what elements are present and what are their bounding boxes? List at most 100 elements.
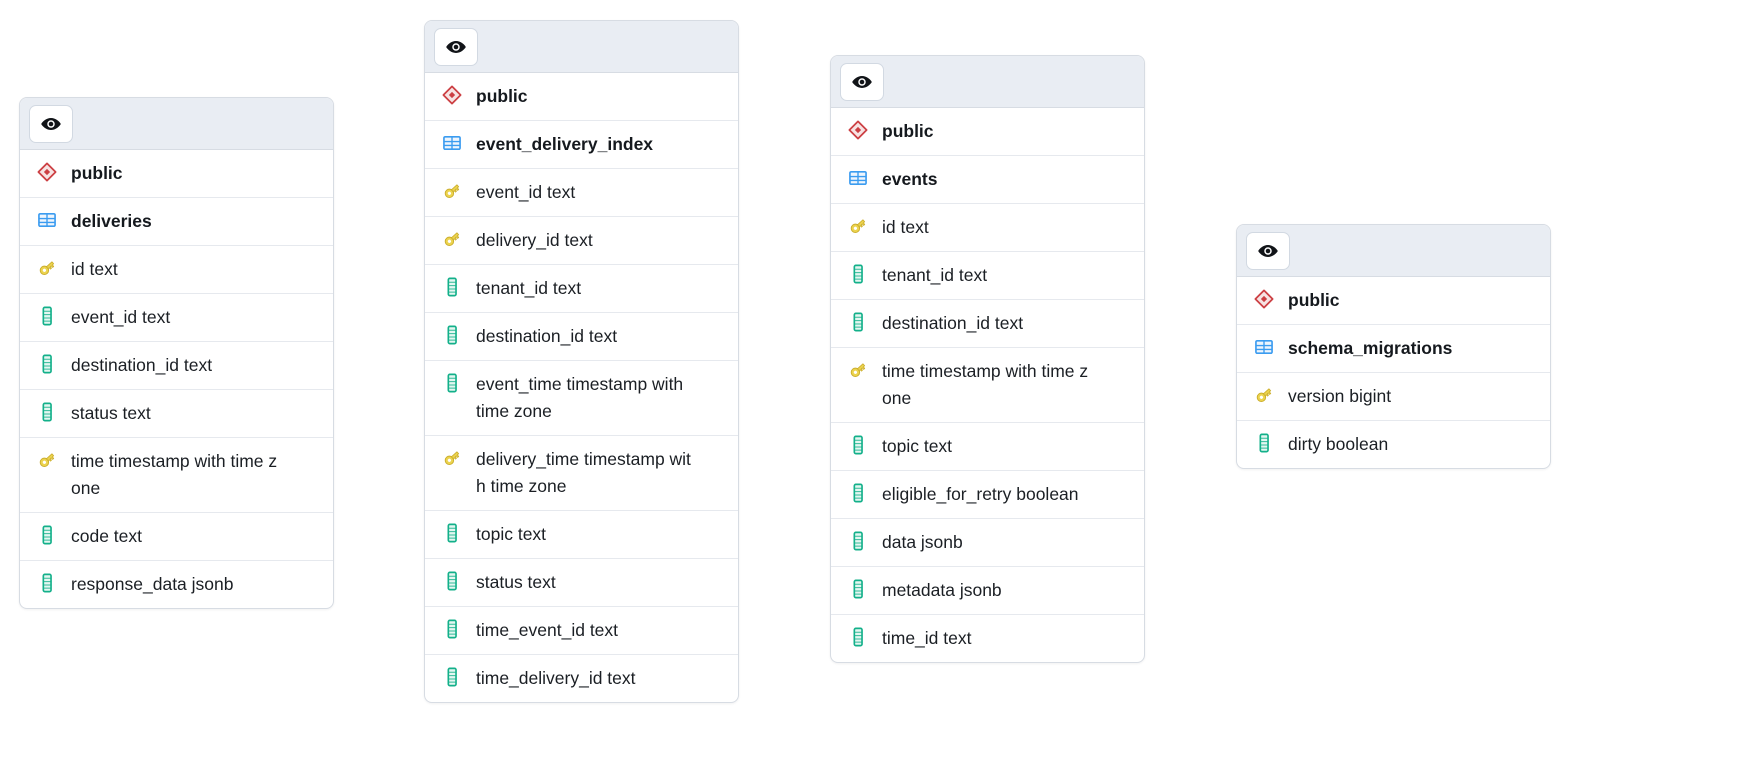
label-line-2: h time zone xyxy=(476,476,567,496)
column-row-label: response_data jsonb xyxy=(71,574,234,594)
key-icon xyxy=(1253,384,1275,406)
label-line-1: event_time timestamp with xyxy=(476,374,684,394)
schema-row[interactable]: public xyxy=(20,150,333,198)
column-row-label: time timestamp with time z one xyxy=(71,448,277,502)
column-icon xyxy=(36,572,58,594)
column-row-label: tenant_id text xyxy=(476,278,582,298)
column-row[interactable]: topic text xyxy=(831,423,1144,471)
table-node-header xyxy=(425,21,738,73)
row-icon-slot xyxy=(845,310,871,333)
row-icon-slot xyxy=(34,352,60,375)
row-icon-slot xyxy=(439,569,465,592)
column-row-label: data jsonb xyxy=(882,532,963,552)
column-row[interactable]: data jsonb xyxy=(831,519,1144,567)
table-name-row[interactable]: events xyxy=(831,156,1144,204)
column-row[interactable]: destination_id text xyxy=(425,313,738,361)
column-row[interactable]: destination_id text xyxy=(20,342,333,390)
key-icon xyxy=(441,228,463,250)
column-row[interactable]: time_event_id text xyxy=(425,607,738,655)
table-name-row[interactable]: deliveries xyxy=(20,198,333,246)
table-grid-icon xyxy=(36,209,58,231)
column-row[interactable]: event_id text xyxy=(425,169,738,217)
key-icon xyxy=(441,447,463,469)
column-row-label: topic text xyxy=(476,524,547,544)
column-icon xyxy=(1253,432,1275,454)
column-row[interactable]: status text xyxy=(425,559,738,607)
key-icon xyxy=(36,449,58,471)
key-icon xyxy=(441,180,463,202)
label-line-2: one xyxy=(71,478,101,498)
row-icon-slot xyxy=(439,83,465,106)
column-icon xyxy=(847,311,869,333)
row-icon-slot xyxy=(439,446,465,469)
visibility-toggle-button[interactable] xyxy=(840,62,884,101)
table-node-header xyxy=(1237,225,1550,277)
column-row[interactable]: topic text xyxy=(425,511,738,559)
visibility-toggle-button[interactable] xyxy=(434,27,478,66)
schema-row-label: public xyxy=(882,121,934,141)
visibility-toggle-button[interactable] xyxy=(29,104,73,143)
row-icon-slot xyxy=(845,481,871,504)
table-name-row-label: events xyxy=(882,169,938,189)
column-row[interactable]: dirty boolean xyxy=(1237,421,1550,468)
column-row[interactable]: code text xyxy=(20,513,333,561)
table-name-row[interactable]: event_delivery_index xyxy=(425,121,738,169)
key-icon xyxy=(847,359,869,381)
column-icon xyxy=(847,434,869,456)
column-row[interactable]: version bigint xyxy=(1237,373,1550,421)
column-row-label: event_id text xyxy=(71,307,171,327)
schema-diamond-icon xyxy=(36,161,58,183)
column-row[interactable]: tenant_id text xyxy=(831,252,1144,300)
row-icon-slot xyxy=(845,625,871,648)
column-icon xyxy=(36,524,58,546)
column-icon xyxy=(441,570,463,592)
row-icon-slot xyxy=(34,448,60,471)
column-row[interactable]: response_data jsonb xyxy=(20,561,333,608)
row-icon-slot xyxy=(34,256,60,279)
column-row-label: eligible_for_retry boolean xyxy=(882,484,1079,504)
column-row[interactable]: tenant_id text xyxy=(425,265,738,313)
table-node-deliveries[interactable]: public deliveries id text event_id text dest… xyxy=(19,97,334,609)
table-name-row-label: schema_migrations xyxy=(1288,338,1453,358)
column-row[interactable]: time_delivery_id text xyxy=(425,655,738,702)
column-row[interactable]: metadata jsonb xyxy=(831,567,1144,615)
row-icon-slot xyxy=(439,179,465,202)
column-row-label: destination_id text xyxy=(71,355,213,375)
row-icon-slot xyxy=(34,160,60,183)
schema-row[interactable]: public xyxy=(1237,277,1550,325)
column-row-label: id text xyxy=(71,259,118,279)
column-row[interactable]: destination_id text xyxy=(831,300,1144,348)
schema-row-label: public xyxy=(71,163,123,183)
column-row[interactable]: id text xyxy=(20,246,333,294)
row-icon-slot xyxy=(34,400,60,423)
visibility-toggle-button[interactable] xyxy=(1246,231,1290,270)
label-line-2: one xyxy=(882,388,912,408)
column-row[interactable]: time timestamp with time z one xyxy=(20,438,333,513)
table-name-row[interactable]: schema_migrations xyxy=(1237,325,1550,373)
schema-row[interactable]: public xyxy=(425,73,738,121)
column-row[interactable]: event_id text xyxy=(20,294,333,342)
column-row[interactable]: status text xyxy=(20,390,333,438)
column-row[interactable]: delivery_id text xyxy=(425,217,738,265)
column-row[interactable]: id text xyxy=(831,204,1144,252)
row-icon-slot xyxy=(34,523,60,546)
row-icon-slot xyxy=(439,323,465,346)
schema-row[interactable]: public xyxy=(831,108,1144,156)
column-row[interactable]: time_id text xyxy=(831,615,1144,662)
row-icon-slot xyxy=(1251,335,1277,358)
eye-icon xyxy=(445,36,467,58)
column-row-label: version bigint xyxy=(1288,386,1392,406)
label-line-1: time timestamp with time z xyxy=(71,451,278,471)
column-row-label: destination_id text xyxy=(476,326,618,346)
column-icon xyxy=(847,530,869,552)
column-row-label: delivery_id text xyxy=(476,230,593,250)
column-row[interactable]: eligible_for_retry boolean xyxy=(831,471,1144,519)
column-icon xyxy=(441,324,463,346)
